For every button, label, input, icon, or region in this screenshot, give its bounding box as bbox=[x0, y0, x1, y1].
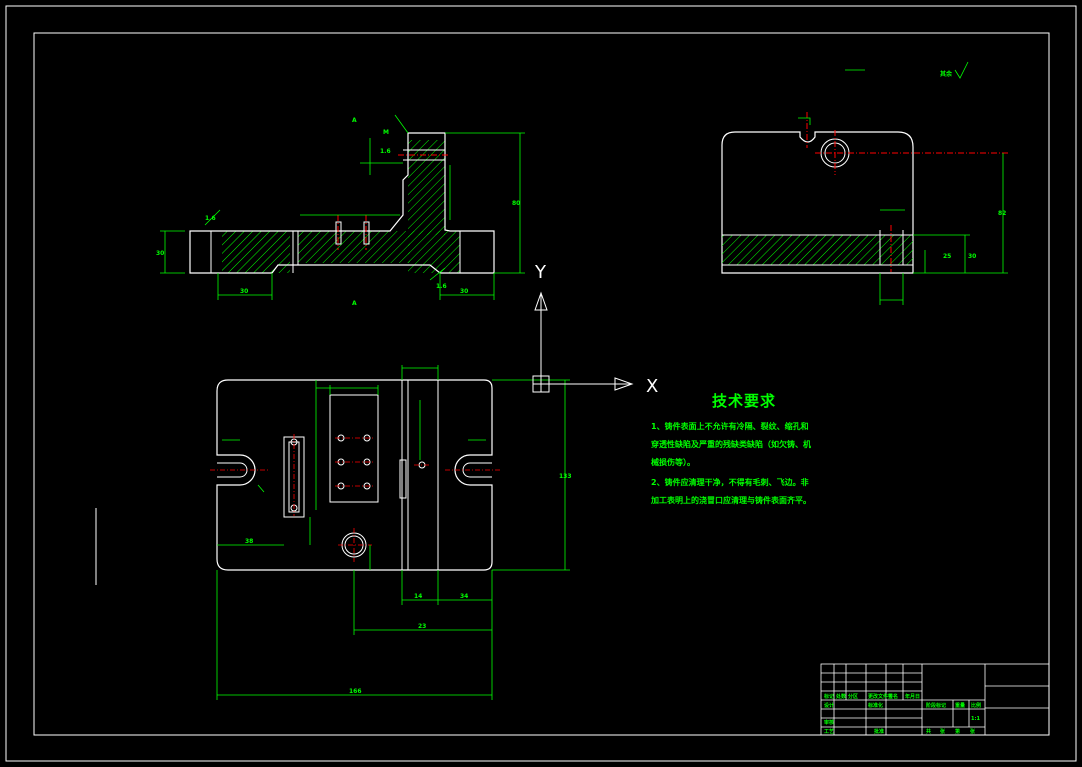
roughness-front-1: 1.6 bbox=[205, 215, 216, 222]
svg-text:审核: 审核 bbox=[824, 719, 834, 726]
dim-top-23: 23 bbox=[418, 623, 426, 630]
svg-text:分区: 分区 bbox=[848, 693, 858, 700]
dim-front-right: 30 bbox=[460, 288, 468, 295]
axis-y-label: Y bbox=[534, 262, 547, 283]
svg-text:设计: 设计 bbox=[824, 702, 834, 709]
title-block bbox=[820, 663, 1050, 736]
roughness-front-2: 1.6 bbox=[436, 283, 447, 290]
top-view: 166 38 14 34 23 133 bbox=[210, 365, 572, 700]
svg-text:其余: 其余 bbox=[940, 70, 953, 78]
svg-text:签名: 签名 bbox=[887, 693, 898, 700]
dim-side-82: 82 bbox=[998, 210, 1006, 217]
dim-front-total-height: 80 bbox=[512, 200, 520, 207]
svg-text:更改文件号: 更改文件号 bbox=[868, 693, 893, 700]
svg-text:年月日: 年月日 bbox=[905, 693, 920, 700]
outer-border bbox=[5, 5, 1077, 762]
side-view: 82 30 25 其余 bbox=[721, 61, 1008, 305]
dim-top-133: 133 bbox=[559, 473, 572, 480]
tech-req-line-4: 2、铸件应清理干净，不得有毛刺、飞边。非 bbox=[651, 478, 809, 487]
svg-text:批准: 批准 bbox=[874, 728, 884, 735]
svg-text:第: 第 bbox=[955, 728, 960, 735]
svg-text:处数: 处数 bbox=[835, 693, 847, 700]
svg-text:标记: 标记 bbox=[823, 693, 834, 700]
dim-side-25: 25 bbox=[943, 253, 951, 260]
svg-text:工艺: 工艺 bbox=[824, 728, 834, 735]
svg-text:A: A bbox=[352, 117, 357, 124]
svg-text:标准化: 标准化 bbox=[867, 702, 883, 709]
tech-req-line-2: 穿透性缺陷及严重的残缺类缺陷（如欠铸、机 bbox=[651, 440, 811, 449]
svg-text:比例: 比例 bbox=[971, 702, 981, 709]
dim-front-left: 30 bbox=[240, 288, 248, 295]
tech-req-title: 技术要求 bbox=[712, 392, 777, 410]
dim-top-14: 14 bbox=[414, 593, 422, 600]
svg-text:M: M bbox=[383, 129, 389, 136]
svg-text:张: 张 bbox=[940, 728, 946, 735]
svg-text:阶段标记: 阶段标记 bbox=[926, 702, 946, 709]
svg-text:重量: 重量 bbox=[955, 702, 965, 709]
tech-req-line-1: 1、铸件表面上不允许有冷隔、裂纹、缩孔和 bbox=[651, 422, 809, 431]
dim-side-30: 30 bbox=[968, 253, 976, 260]
inner-border bbox=[33, 32, 1050, 736]
tech-req-line-5: 加工表明上的浇冒口应清理与铸件表面齐平。 bbox=[651, 496, 811, 505]
roughness-front-3: 1.6 bbox=[380, 148, 391, 155]
axis-x-label: X bbox=[646, 376, 658, 397]
dim-top-34: 34 bbox=[460, 593, 468, 600]
dim-top-left: 38 bbox=[245, 538, 253, 545]
front-section-view: 30 30 30 80 1.6 1.6 1.6 M A A bbox=[156, 114, 525, 307]
title-block-scale: 1:1 bbox=[971, 716, 980, 722]
svg-text:A: A bbox=[352, 300, 357, 307]
tech-req-line-3: 械损伤等）。 bbox=[651, 458, 695, 467]
dim-top-overall: 166 bbox=[349, 688, 362, 695]
ucs-axis-icon bbox=[532, 291, 634, 393]
dim-front-height: 30 bbox=[156, 250, 164, 257]
svg-text:张: 张 bbox=[970, 728, 976, 735]
svg-text:共: 共 bbox=[926, 728, 931, 735]
